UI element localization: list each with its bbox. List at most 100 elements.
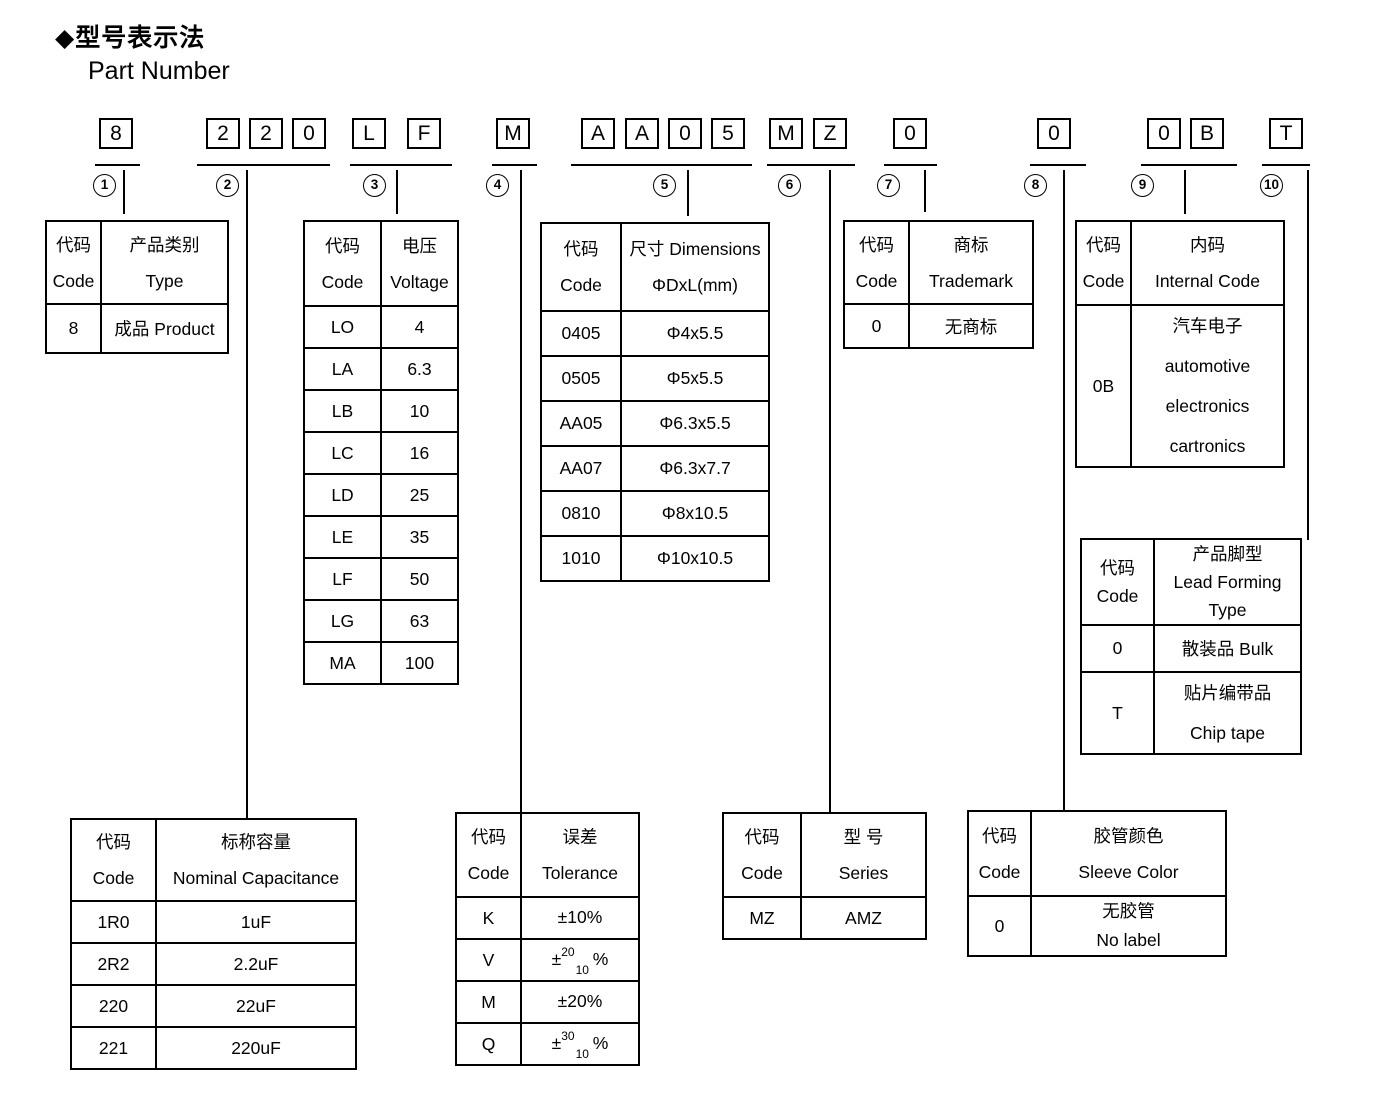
data-cell: 散装品 Bulk: [1153, 624, 1302, 673]
data-cell: Φ5x5.5: [620, 355, 770, 402]
data-cell: ±3010 %: [520, 1022, 640, 1066]
data-cell: K: [455, 896, 522, 940]
group-number-badge: 8: [1024, 174, 1047, 197]
part-code-box: Z: [813, 118, 847, 149]
part-code-box: A: [581, 118, 615, 149]
part-code-box: 2: [206, 118, 240, 149]
data-cell: Φ10x10.5: [620, 535, 770, 582]
data-cell: 1uF: [155, 900, 357, 944]
data-cell: 0505: [540, 355, 622, 402]
data-cell: 1010: [540, 535, 622, 582]
data-cell: 2.2uF: [155, 942, 357, 986]
data-cell: ±10%: [520, 896, 640, 940]
group-underline: [1262, 164, 1310, 166]
data-cell: LD: [303, 473, 382, 517]
part-code-box: 0: [1147, 118, 1181, 149]
group-underline: [350, 164, 452, 166]
data-cell: 0: [967, 895, 1032, 957]
data-cell: 25: [380, 473, 459, 517]
connector-line: [1063, 170, 1065, 810]
data-cell: 1R0: [70, 900, 157, 944]
data-cell: 0810: [540, 490, 622, 537]
data-cell: 2R2: [70, 942, 157, 986]
part-code-box: 8: [99, 118, 133, 149]
connector-line: [1184, 170, 1186, 214]
data-cell: 22uF: [155, 984, 357, 1028]
data-cell: 0: [1080, 624, 1155, 673]
data-cell: LC: [303, 431, 382, 475]
data-cell: 8: [45, 303, 102, 354]
data-cell: AMZ: [800, 896, 927, 940]
group-number-badge: 5: [653, 174, 676, 197]
part-code-box: 0: [668, 118, 702, 149]
data-cell: LF: [303, 557, 382, 601]
data-cell: 0B: [1075, 304, 1132, 468]
data-cell: Φ6.3x7.7: [620, 445, 770, 492]
group-underline: [492, 164, 537, 166]
data-cell: 100: [380, 641, 459, 685]
data-cell: 无胶管 No label: [1030, 895, 1227, 957]
connector-line: [396, 170, 398, 214]
part-code-box: L: [352, 118, 386, 149]
group-underline: [1030, 164, 1086, 166]
connector-line: [924, 170, 926, 212]
connector-line: [520, 170, 522, 812]
data-cell: 35: [380, 515, 459, 559]
part-code-box: M: [769, 118, 803, 149]
data-cell: MZ: [722, 896, 802, 940]
group-number-badge: 1: [93, 174, 116, 197]
part-code-box: B: [1190, 118, 1224, 149]
data-cell: 50: [380, 557, 459, 601]
data-cell: 贴片编带品 Chip tape: [1153, 671, 1302, 755]
data-cell: 0: [843, 303, 910, 349]
data-cell: T: [1080, 671, 1155, 755]
connector-line: [687, 170, 689, 216]
data-cell: LB: [303, 389, 382, 433]
page-title-en: Part Number: [88, 57, 230, 85]
data-cell: 63: [380, 599, 459, 643]
data-cell: Φ4x5.5: [620, 310, 770, 357]
group-underline: [571, 164, 752, 166]
data-cell: 无商标: [908, 303, 1034, 349]
connector-line: [1307, 170, 1309, 540]
data-cell: AA05: [540, 400, 622, 447]
data-cell: ±20%: [520, 980, 640, 1024]
data-cell: LO: [303, 305, 382, 349]
data-cell: M: [455, 980, 522, 1024]
data-cell: 0405: [540, 310, 622, 357]
part-code-box: 5: [711, 118, 745, 149]
data-cell: 10: [380, 389, 459, 433]
part-code-box: 2: [249, 118, 283, 149]
data-cell: 220: [70, 984, 157, 1028]
data-cell: LE: [303, 515, 382, 559]
group-number-badge: 2: [216, 174, 239, 197]
data-cell: 6.3: [380, 347, 459, 391]
connector-line: [829, 170, 831, 812]
group-underline: [1141, 164, 1237, 166]
data-cell: Q: [455, 1022, 522, 1066]
part-code-box: M: [496, 118, 530, 149]
data-cell: ±2010 %: [520, 938, 640, 982]
